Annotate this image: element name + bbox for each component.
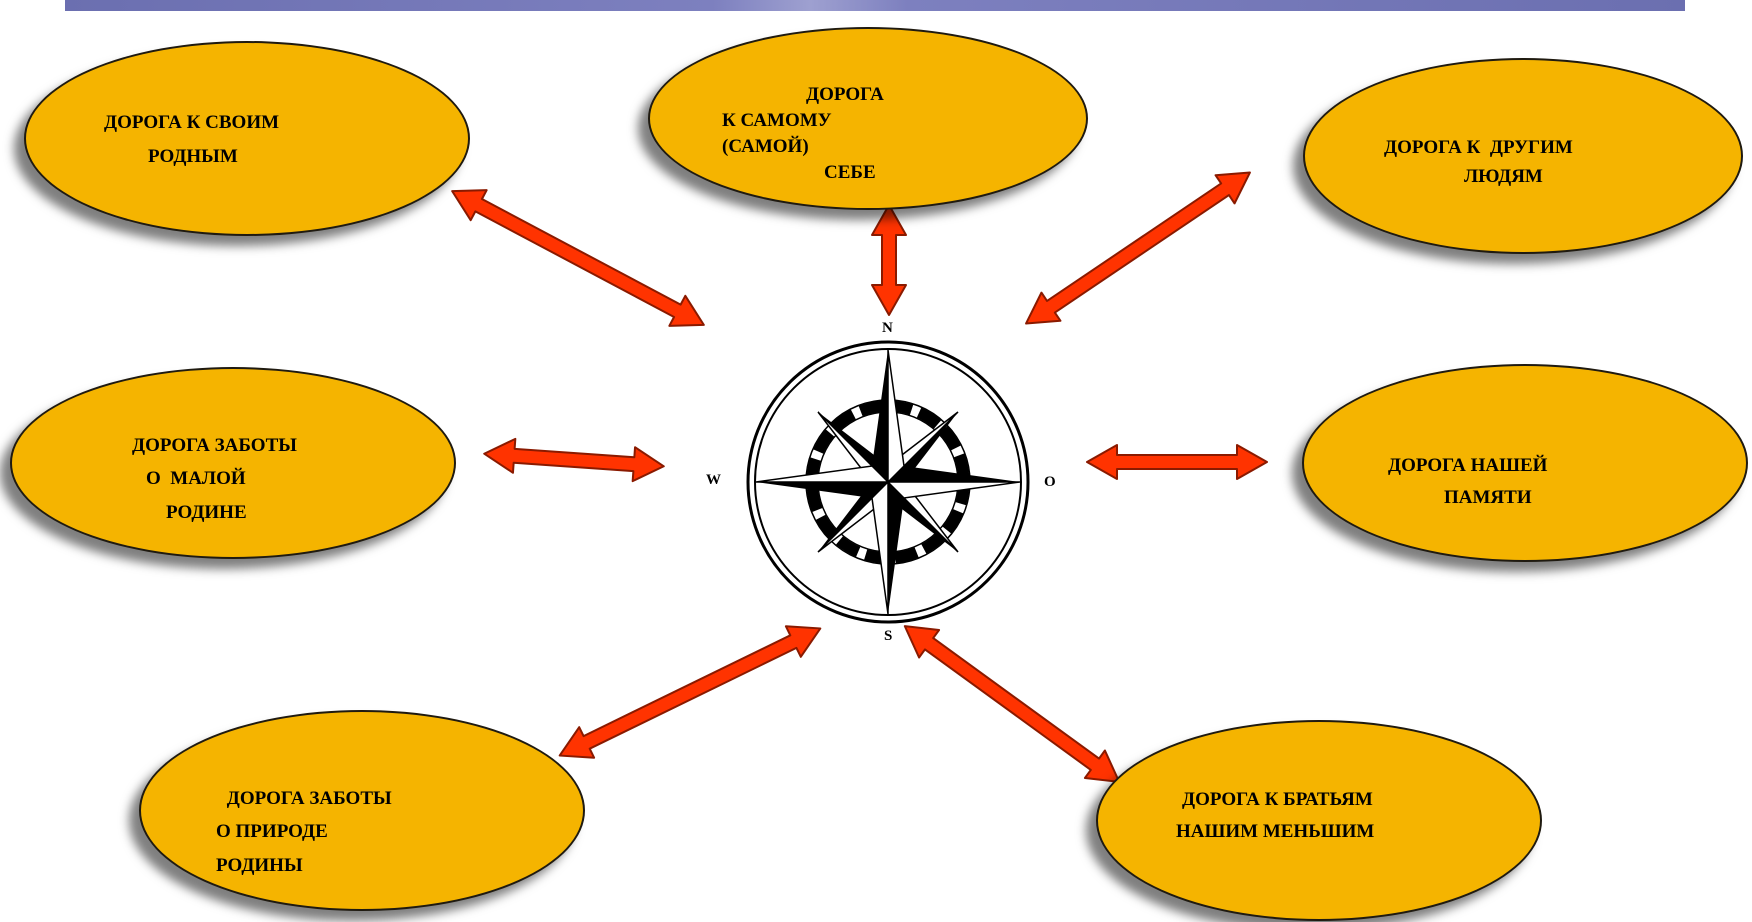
arrow-northeast bbox=[1025, 171, 1251, 325]
road-southwest-line3: РОДИНЫ bbox=[216, 855, 303, 876]
compass-north-label: N bbox=[882, 320, 893, 336]
arrow-west bbox=[483, 437, 665, 483]
road-northwest-ellipse bbox=[24, 41, 470, 236]
road-southeast-ellipse bbox=[1096, 720, 1542, 921]
road-northeast-ellipse bbox=[1303, 58, 1743, 254]
road-north-line3: (САМОЙ) bbox=[722, 136, 809, 157]
road-east-ellipse bbox=[1302, 364, 1748, 562]
compass-west-label: W bbox=[706, 472, 721, 488]
header-bar bbox=[65, 0, 1685, 11]
compass-south-label: S bbox=[884, 628, 893, 644]
road-southwest-line1: ДОРОГА ЗАБОТЫ bbox=[222, 788, 392, 809]
road-north-line2: К САМОМУ bbox=[722, 110, 832, 131]
road-northwest-line2: РОДНЫМ bbox=[148, 146, 238, 167]
road-north-line4: СЕБЕ bbox=[824, 162, 876, 183]
compass-east-label: O bbox=[1044, 474, 1056, 490]
road-northeast-line1: ДОРОГА К ДРУГИМ bbox=[1384, 137, 1573, 158]
road-west-ellipse bbox=[10, 367, 456, 559]
road-southeast-line1: ДОРОГА К БРАТЬЯМ bbox=[1182, 789, 1373, 810]
road-southwest-ellipse bbox=[139, 710, 585, 911]
road-west-line2: О МАЛОЙ bbox=[146, 468, 246, 489]
road-southwest-line2: О ПРИРОДЕ bbox=[216, 821, 328, 842]
road-west-line3: РОДИНЕ bbox=[166, 502, 247, 523]
arrow-southwest bbox=[558, 625, 822, 759]
road-northeast-line2: ЛЮДЯМ bbox=[1464, 166, 1543, 187]
arrow-north bbox=[871, 204, 907, 316]
arrow-northwest bbox=[451, 189, 705, 327]
road-north-ellipse bbox=[648, 27, 1088, 210]
arrow-east bbox=[1086, 444, 1268, 480]
road-east-line1: ДОРОГА НАШЕЙ bbox=[1388, 455, 1548, 476]
road-southeast-line2: НАШИМ МЕНЬШИМ bbox=[1176, 821, 1375, 842]
road-east-line2: ПАМЯТИ bbox=[1444, 487, 1532, 508]
road-west-line1: ДОРОГА ЗАБОТЫ bbox=[132, 435, 297, 456]
road-northwest-line1: ДОРОГА К СВОИМ bbox=[104, 112, 280, 133]
road-north-line1: ДОРОГА bbox=[806, 84, 884, 105]
